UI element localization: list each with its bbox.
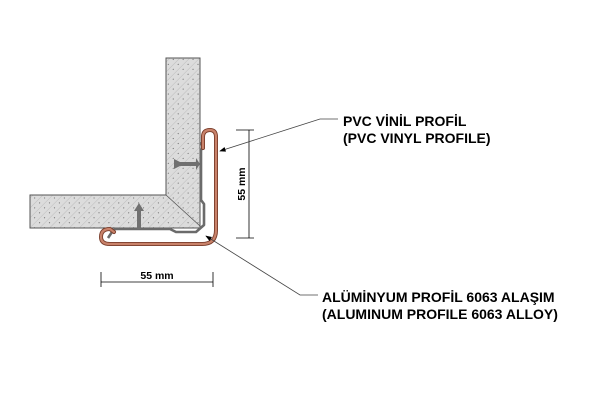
pvc-label-tr: PVC VİNİL PROFİL — [343, 113, 467, 129]
aluminum-leader-line — [205, 235, 318, 296]
vertical-dimension — [236, 129, 254, 239]
aluminum-label-en: (ALUMINUM PROFILE 6063 ALLOY) — [322, 306, 558, 322]
pvc-label-en: (PVC VINYL PROFILE) — [343, 130, 491, 146]
aluminum-profile — [106, 141, 206, 239]
vertical-dimension-label: 55 mm — [236, 167, 248, 200]
horizontal-dimension — [100, 272, 214, 287]
horizontal-dimension-label: 55 mm — [140, 270, 173, 282]
aluminum-label-tr: ALÜMİNYUM PROFİL 6063 ALAŞIM — [322, 289, 555, 305]
wall-anchor-icon — [174, 158, 200, 170]
corner-joint-line — [165, 194, 201, 227]
pvc-leader-line — [219, 118, 338, 152]
slab-anchor-icon — [134, 203, 144, 229]
